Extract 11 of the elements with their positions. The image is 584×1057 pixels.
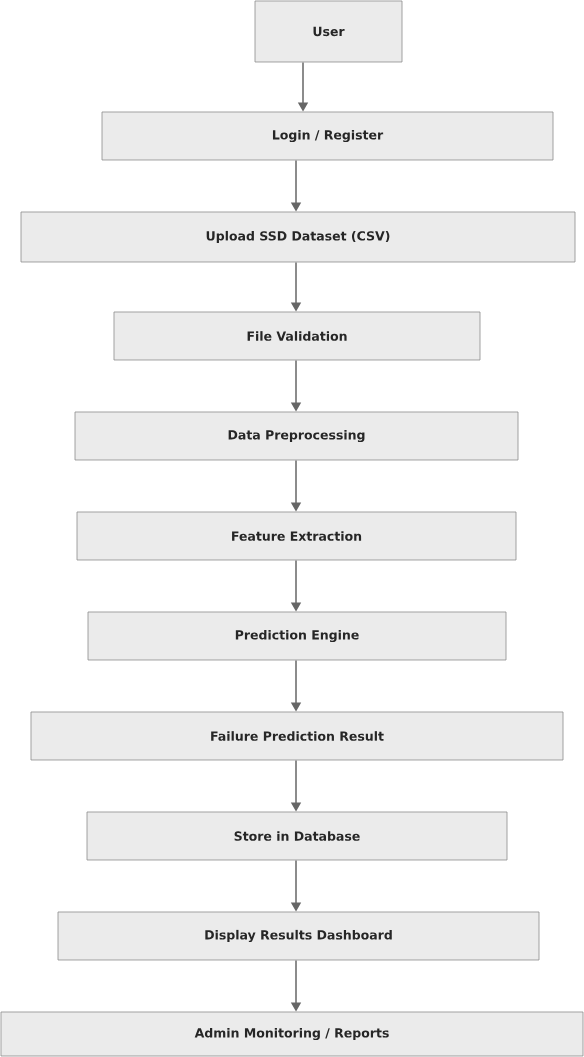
process-box: Data Preprocessing [74, 411, 519, 461]
process-box: Upload SSD Dataset (CSV) [20, 211, 576, 263]
process-box: Failure Prediction Result [30, 711, 564, 761]
process-box: Admin Monitoring / Reports [0, 1011, 584, 1057]
process-box: Feature Extraction [76, 511, 517, 561]
process-box: Display Results Dashboard [57, 911, 540, 961]
process-box: Store in Database [86, 811, 508, 861]
process-box: Prediction Engine [87, 611, 507, 661]
process-box: File Validation [113, 311, 481, 361]
process-box: Login / Register [101, 111, 554, 161]
process-box: User [254, 0, 403, 63]
